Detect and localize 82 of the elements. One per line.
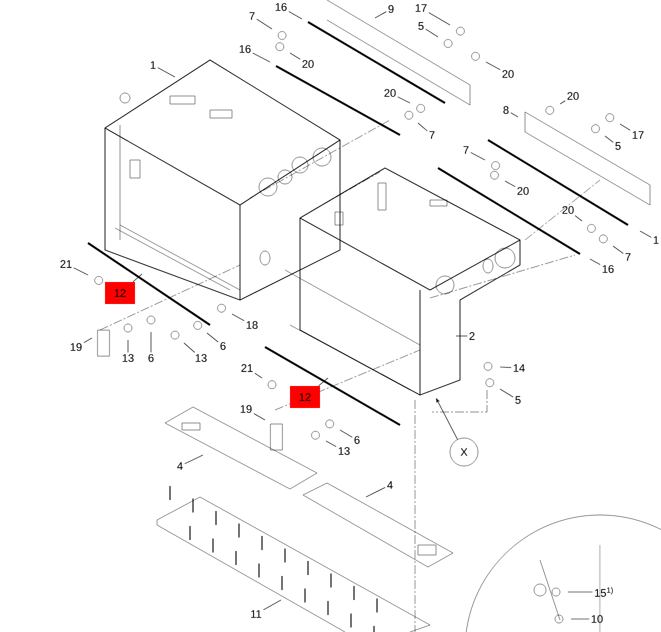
leader-line	[288, 11, 302, 20]
leader-line	[84, 338, 92, 343]
leader-line	[232, 314, 244, 321]
leader-line	[570, 618, 590, 620]
leader-line	[256, 18, 272, 30]
leader-line	[254, 413, 266, 420]
callout-number: 13	[338, 447, 350, 455]
callout-number: 15$^{1)}$	[595, 587, 613, 597]
callout-number: 5	[418, 22, 424, 30]
leader-line	[604, 136, 614, 143]
callout-number: 5	[515, 396, 521, 404]
callout-number: 14	[514, 364, 525, 372]
leader-line	[418, 122, 428, 132]
callout-number: 1	[150, 61, 156, 69]
callout-number: 4	[387, 481, 393, 489]
callout-number: 7	[430, 131, 435, 139]
callout-number: 9	[388, 5, 394, 13]
callout-number: 13	[196, 354, 207, 362]
leader-line	[590, 258, 600, 265]
callout-number: 16	[276, 3, 287, 11]
leader-line	[263, 600, 282, 610]
callout-number: 6	[354, 436, 360, 444]
callout-number: 12	[105, 282, 135, 304]
callout-number: 4	[177, 462, 183, 470]
leader-line	[290, 52, 300, 60]
leader-line	[510, 112, 518, 118]
callout-number: 18	[246, 321, 258, 329]
arrow	[436, 398, 458, 440]
leader-line	[425, 28, 438, 38]
leader-line	[157, 67, 176, 78]
leader-line	[206, 332, 219, 342]
callout-number: 1	[654, 236, 659, 244]
callout-number: 8	[503, 106, 509, 114]
leader-line	[574, 215, 582, 222]
leader-line	[620, 124, 630, 131]
leader-line	[640, 230, 652, 238]
callout-number: 12	[290, 386, 320, 408]
callout-number: 21	[241, 364, 253, 372]
leader-line	[500, 366, 512, 368]
callout-number: 21	[60, 260, 72, 268]
callout-number: 17	[416, 4, 427, 12]
leader-line	[184, 342, 195, 353]
callout-number: 5	[615, 142, 621, 150]
leader-line	[486, 62, 500, 70]
leader-line	[254, 372, 262, 378]
leader-line	[366, 487, 386, 498]
leader-line	[318, 378, 328, 386]
callout-number: 20	[384, 89, 396, 97]
callout-number: 7	[464, 146, 469, 154]
callout-number: 20	[517, 187, 529, 195]
callout-number: 16	[602, 265, 614, 273]
callout-number: 16	[240, 45, 251, 53]
callout-number: 11	[251, 610, 262, 618]
callout-number: 20	[567, 92, 579, 100]
leader-line	[504, 180, 516, 187]
leader-line	[184, 454, 204, 464]
callout-number: 6	[148, 354, 154, 362]
callout-number: 6	[220, 342, 226, 350]
callout-number: 20	[302, 60, 314, 68]
leader-line	[612, 246, 624, 254]
callout-number: 19	[240, 405, 252, 413]
leader-line	[252, 52, 270, 62]
leader-line	[150, 332, 152, 353]
callout-number: 7	[626, 253, 631, 261]
leader-line	[340, 430, 353, 438]
leader-line	[398, 96, 410, 104]
leader-line	[428, 12, 450, 26]
callout-number: 19	[70, 343, 82, 351]
callout-number: 2	[470, 332, 475, 340]
callout-number: 17	[632, 131, 644, 139]
leader-line	[74, 268, 88, 276]
leader-line	[470, 152, 486, 160]
callout-number: 20	[562, 206, 574, 214]
leader-line	[326, 440, 336, 447]
leader-line	[500, 388, 514, 398]
leader-line	[560, 100, 566, 104]
leader-line	[374, 11, 387, 18]
callout-number: 20	[502, 70, 514, 78]
callout-number: 13	[122, 354, 134, 362]
callout-number: 10	[592, 615, 603, 623]
callout-number: 7	[250, 12, 254, 20]
leader-line	[132, 274, 142, 282]
